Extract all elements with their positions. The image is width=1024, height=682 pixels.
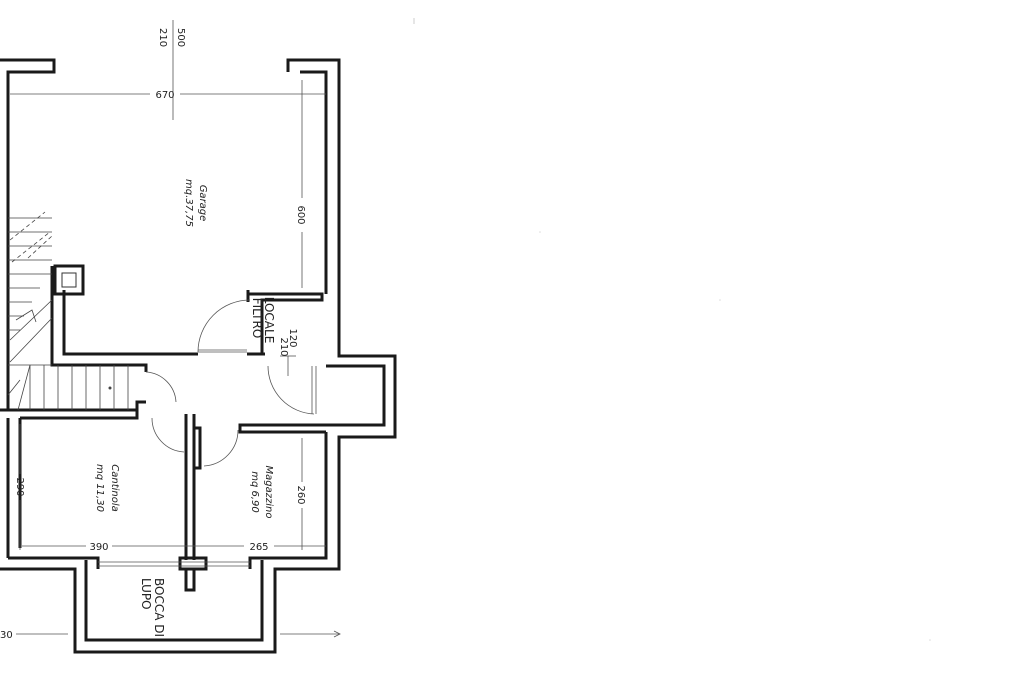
room-cantinola-area: mq 11,30 bbox=[94, 464, 105, 512]
page-specks bbox=[413, 18, 931, 641]
dim-bottom-left: 30 bbox=[0, 630, 13, 641]
dim-top-b: 210 bbox=[157, 28, 168, 47]
room-locale-filtro-line2: FILTRO bbox=[250, 298, 264, 339]
room-magazzino-name: Magazzino bbox=[263, 466, 274, 519]
room-garage-area: mq.37,75 bbox=[183, 179, 194, 227]
room-bocca-di-lupo-line1: BOCCA DI bbox=[152, 578, 166, 637]
dim-garage-depth: 600 bbox=[295, 205, 306, 224]
dim-top-a: 500 bbox=[175, 28, 186, 47]
staircase bbox=[7, 211, 129, 411]
dimension-lines bbox=[10, 20, 341, 638]
room-magazzino-area: mq 6,90 bbox=[249, 471, 260, 513]
dim-cantinola-depth: 290 bbox=[14, 477, 25, 496]
dim-garage-width: 670 bbox=[155, 90, 174, 101]
dim-magazzino-width: 265 bbox=[249, 542, 268, 553]
dim-door-bottom: 210 bbox=[278, 337, 289, 356]
outer-walls bbox=[0, 58, 397, 654]
room-locale-filtro-line1: LOCALE bbox=[262, 297, 276, 344]
room-bocca-di-lupo-line2: LUPO bbox=[139, 578, 153, 610]
room-garage-name: Garage bbox=[197, 185, 208, 222]
dim-cantinola-width: 390 bbox=[89, 542, 108, 553]
interior-walls bbox=[0, 264, 326, 592]
dim-magazzino-depth: 260 bbox=[295, 485, 306, 504]
doors bbox=[145, 299, 317, 467]
dim-door-top: 120 bbox=[287, 328, 298, 347]
room-cantinola-name: Cantinola bbox=[109, 464, 120, 512]
